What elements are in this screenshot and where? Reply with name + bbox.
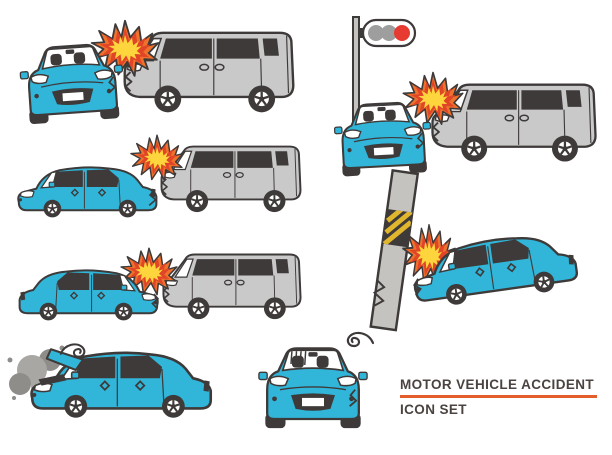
page-title: MOTOR VEHICLE ACCIDENT (400, 377, 595, 392)
scene-traffic-light-collision (330, 0, 612, 180)
utility-pole-icon (369, 169, 420, 332)
traffic-light-icon (360, 18, 417, 48)
scene-front-corner-collision (0, 0, 310, 135)
blue-car-icon (404, 222, 586, 314)
scene-damaged-car-front (240, 325, 390, 440)
blue-car-icon (332, 100, 434, 178)
scene-head-on-collision (0, 245, 315, 330)
title-underline (400, 395, 597, 398)
page-subtitle: ICON SET (400, 402, 467, 417)
blue-car-icon (257, 347, 369, 430)
blue-car-icon (17, 41, 127, 126)
minivan-icon (158, 249, 306, 327)
blue-car-icon (26, 348, 218, 421)
dizzy-swirl-icon (59, 343, 86, 358)
blue-car-icon (14, 265, 160, 323)
blue-car-icon (14, 162, 162, 220)
dizzy-swirl-icon (346, 331, 375, 348)
scene-engine-smoke-breakdown (0, 330, 240, 440)
scene-pole-collision (369, 169, 612, 332)
title-block: MOTOR VEHICLE ACCIDENT ICON SET (400, 377, 600, 417)
scene-rear-end-collision (0, 130, 315, 225)
